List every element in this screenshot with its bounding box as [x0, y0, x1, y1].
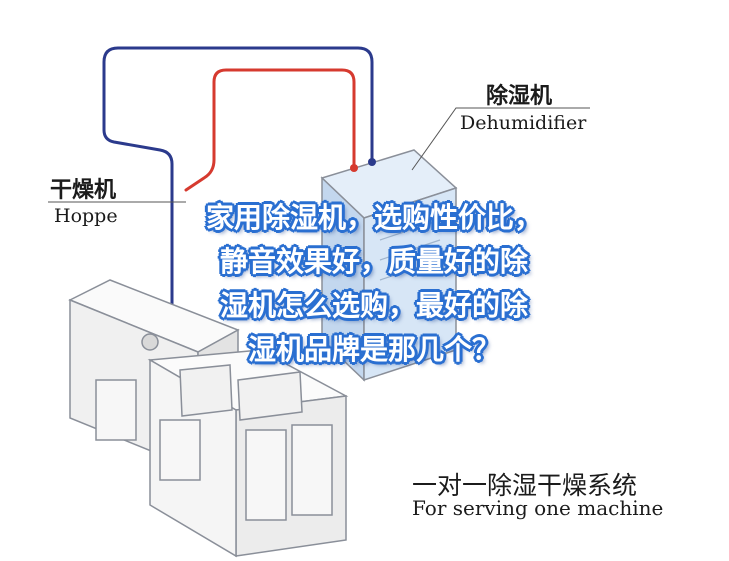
hopper-label-en: Hoppe — [54, 205, 118, 227]
dehumidifier-label-en: Dehumidifier — [460, 112, 587, 134]
overlay-title-line-4: 湿机品牌是那几个？ — [247, 333, 500, 366]
hopper-label-cn: 干燥机 — [50, 178, 117, 203]
dehumidifier-unit — [320, 149, 458, 382]
system-caption-cn: 一对一除湿干燥系统 — [412, 471, 638, 500]
supply-pipe — [184, 68, 356, 192]
molding-machine — [68, 279, 349, 558]
overlay-title-line-2: 静音效果好，质量好的除 — [219, 245, 528, 278]
system-caption-en: For serving one machine — [412, 496, 664, 520]
overlay-title-line-1: 家用除湿机，选购性价比， — [205, 201, 542, 234]
overlay-title-line-3: 湿机怎么选购，最好的除 — [219, 289, 528, 322]
dehumidifier-leader — [411, 107, 590, 171]
return-pipe — [102, 46, 374, 252]
overlay-title: 家用除湿机，选购性价比， 静音效果好，质量好的除 湿机怎么选购，最好的除 湿机品… — [104, 196, 644, 372]
dehumidifier-label-cn: 除湿机 — [486, 84, 553, 109]
